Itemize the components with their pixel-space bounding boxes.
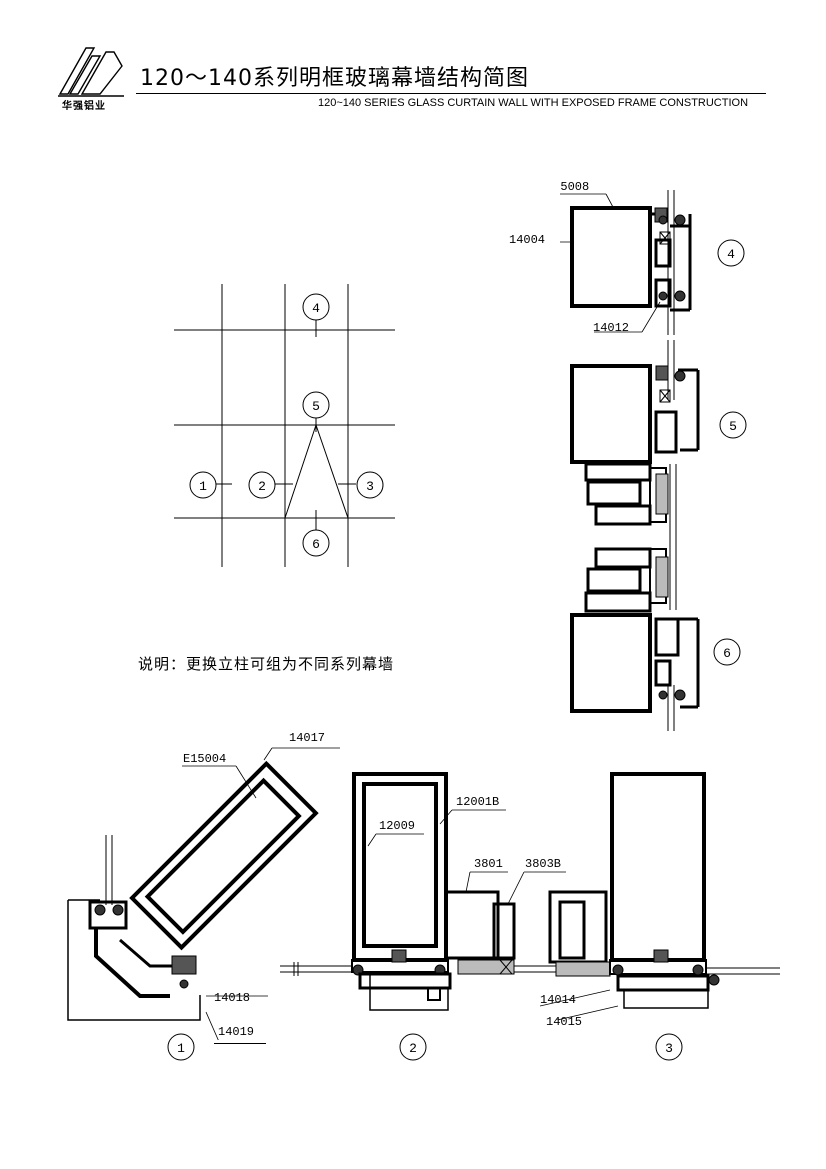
section-marker-4: 4	[717, 239, 745, 267]
label-e15008: E15008	[560, 180, 589, 194]
section-6-drawing	[570, 535, 700, 731]
drawing-subtitle: 120~140 SERIES GLASS CURTAIN WALL WITH E…	[318, 97, 749, 109]
grid-marker-6-label: 6	[312, 537, 320, 552]
section-marker-6: 6	[713, 638, 741, 666]
section-marker-5: 5	[719, 411, 747, 439]
grid-marker-5: 5	[302, 391, 330, 419]
section-marker-5-label: 5	[729, 419, 737, 434]
leader-14019	[214, 1043, 266, 1044]
grid-marker-3: 3	[356, 471, 384, 499]
drawing-title: 120～140系列明框玻璃幕墙结构简图	[140, 66, 529, 91]
company-logo-text: 华强铝业	[62, 101, 106, 112]
label-14014: 14014	[540, 993, 577, 1007]
grid-marker-5-label: 5	[312, 399, 320, 414]
label-14017: 14017	[289, 731, 326, 745]
section-3-drawing	[540, 772, 780, 1020]
grid-marker-3-label: 3	[366, 479, 374, 494]
grid-marker-1: 1	[189, 471, 217, 499]
grid-marker-4-label: 4	[312, 301, 320, 316]
title-underline	[136, 93, 766, 94]
section-marker-1-label: 1	[177, 1041, 185, 1056]
section-marker-2-label: 2	[409, 1041, 417, 1056]
label-14012: 14012	[593, 321, 630, 335]
label-14015: 14015	[546, 1015, 583, 1029]
grid-marker-1-label: 1	[199, 479, 207, 494]
section-marker-4-label: 4	[727, 247, 735, 262]
grid-marker-2-label: 2	[258, 479, 266, 494]
company-logo-icon	[58, 47, 124, 97]
label-14018: 14018	[214, 991, 251, 1005]
label-3801: 3801	[474, 857, 503, 871]
section-marker-3: 3	[655, 1033, 683, 1061]
label-12001b: 12001B	[456, 795, 500, 809]
label-14019: 14019	[218, 1025, 255, 1039]
label-12009: 12009	[379, 819, 416, 833]
grid-marker-2: 2	[248, 471, 276, 499]
drawing-note: 说明：更换立柱可组为不同系列幕墙	[138, 655, 395, 673]
section-marker-6-label: 6	[723, 646, 731, 661]
section-1-drawing	[67, 747, 340, 1040]
label-3803b: 3803B	[525, 857, 562, 871]
label-e15004: E15004	[183, 752, 227, 766]
section-4-drawing: E15008	[560, 180, 692, 335]
grid-marker-6: 6	[302, 529, 330, 557]
section-5-drawing	[570, 340, 700, 535]
section-marker-2: 2	[399, 1033, 427, 1061]
section-marker-1: 1	[167, 1033, 195, 1061]
elevation-grid	[174, 284, 395, 567]
grid-marker-4: 4	[302, 293, 330, 321]
section-2-drawing	[280, 772, 610, 1011]
label-14004: 14004	[509, 233, 546, 247]
section-marker-3-label: 3	[665, 1041, 673, 1056]
